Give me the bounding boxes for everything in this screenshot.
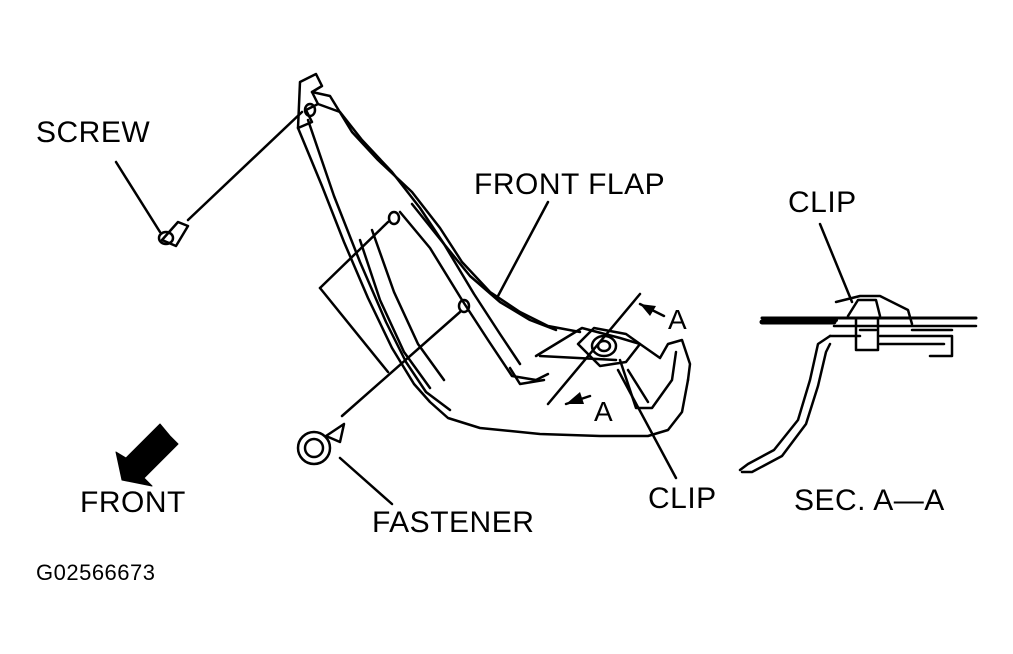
section-marker-upper: A	[668, 304, 687, 335]
arrow-down-left-icon	[115, 423, 179, 487]
leader-lines	[114, 160, 854, 506]
section-detail	[738, 294, 978, 474]
clip-label-bottom: CLIP	[648, 482, 717, 515]
figure-id: G02566673	[36, 560, 156, 585]
fastener-label: FASTENER	[372, 506, 535, 539]
front-flap-label: FRONT FLAP	[474, 168, 666, 201]
section-label: SEC. A—A	[794, 484, 945, 517]
fastener-bracket	[318, 220, 390, 374]
screw-label: SCREW	[36, 116, 151, 149]
screw	[157, 110, 304, 248]
clip-label-top: CLIP	[788, 186, 857, 219]
front-flap	[296, 72, 692, 438]
front-label: FRONT	[80, 486, 186, 519]
fastener	[296, 310, 462, 466]
section-marker-lower: A	[594, 396, 613, 427]
